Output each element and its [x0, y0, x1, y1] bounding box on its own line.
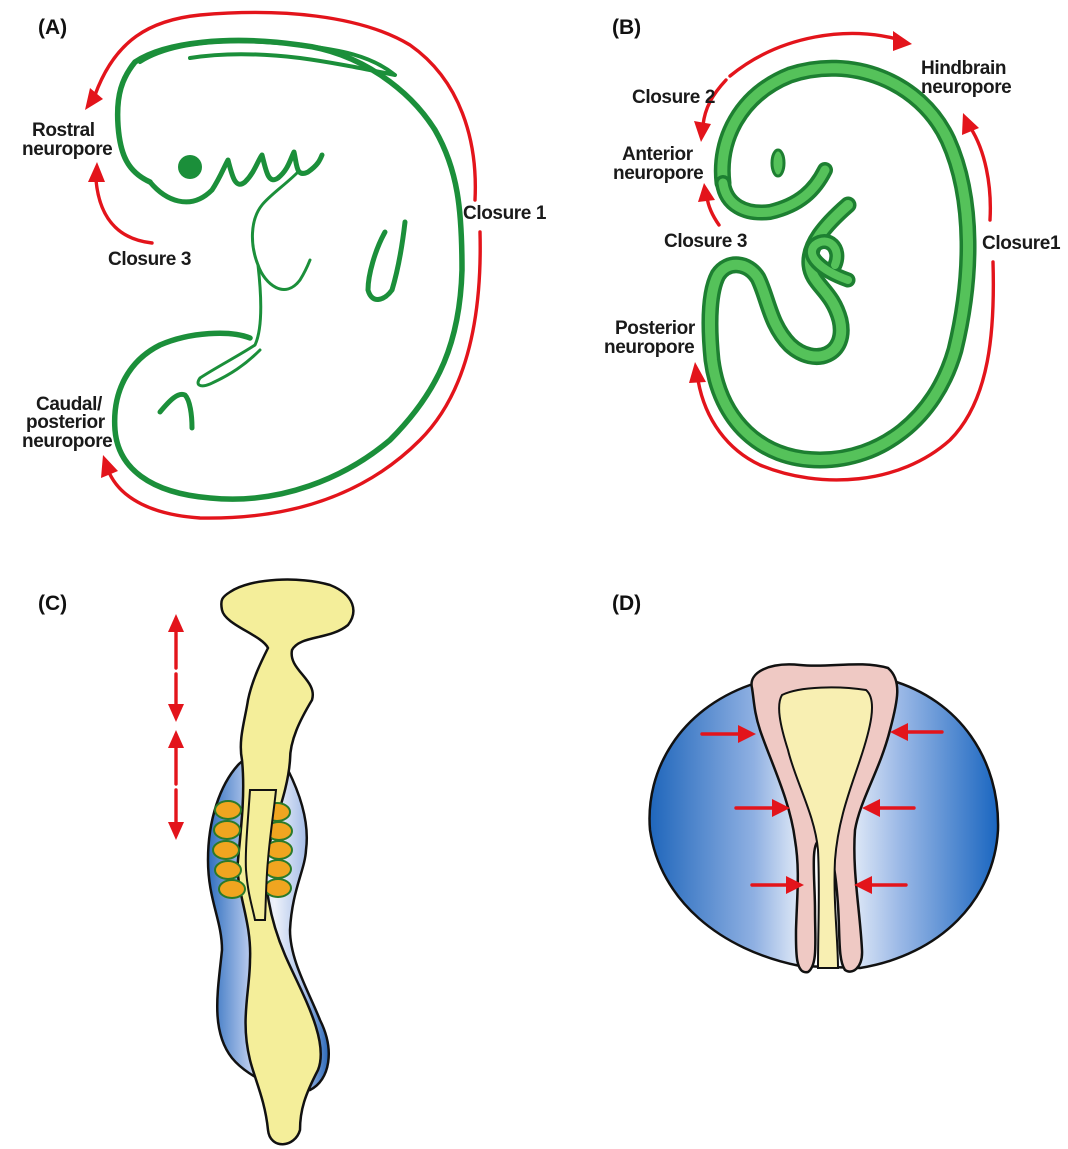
panel-b-arrowhead-posterior [689, 362, 706, 383]
panel-a: (A) Rostral neuropore Closure 3 Closure … [22, 13, 547, 519]
panel-b-neural-tube [710, 68, 968, 460]
somite [213, 841, 239, 859]
somite [215, 801, 241, 819]
panel-a-arrow-closure1-bottom [108, 232, 480, 518]
panel-b-closure1-label: Closure1 [982, 233, 1061, 254]
panel-a-label: (A) [38, 16, 67, 39]
somite [265, 860, 291, 878]
panel-a-caudal-line3: neuropore [22, 431, 112, 452]
panel-b-anterior-line2: neuropore [613, 163, 703, 184]
panel-b-arrowhead-closure1-up [962, 113, 979, 135]
panel-a-arrow-closure3 [96, 180, 152, 243]
panel-b-arrow-closure3 [707, 197, 719, 225]
panel-c-label: (C) [38, 592, 67, 615]
panel-a-rostral-line1: Rostral [32, 120, 95, 141]
panel-b: (B) Hindbrain neuropore Closure 2 Anteri… [604, 16, 1061, 480]
panel-b-label: (B) [612, 16, 641, 39]
panel-a-caudal-line2: posterior [26, 412, 106, 433]
panel-b-closure2-label: Closure 2 [632, 87, 715, 108]
panel-b-hindbrain-line2: neuropore [921, 77, 1011, 98]
panel-b-arrowhead-anterior [694, 121, 711, 142]
panel-a-closure3-label: Closure 3 [108, 249, 191, 270]
panel-c: (C) [38, 580, 353, 1145]
panel-b-arrowhead-hindbrain [893, 31, 912, 51]
panel-b-closure3-label: Closure 3 [664, 231, 747, 252]
panel-b-posterior-line1: Posterior [615, 318, 696, 339]
panel-a-umbilical [198, 265, 261, 386]
somite [219, 880, 245, 898]
panel-a-dorsal-band [140, 41, 395, 75]
panel-a-arrowhead-rostral-top [85, 88, 103, 110]
panel-d-label: (D) [612, 592, 641, 615]
somite [214, 821, 240, 839]
panel-b-hindbrain-line1: Hindbrain [921, 58, 1006, 79]
panel-a-limb-bud [368, 222, 405, 299]
panel-a-arrowhead-closure3 [88, 162, 105, 182]
somite [265, 879, 291, 897]
panel-a-heart-region [252, 172, 310, 289]
panel-a-rostral-line2: neuropore [22, 139, 112, 160]
panel-a-tail [160, 394, 192, 428]
panel-b-arrowhead-closure3 [698, 183, 715, 202]
panel-d: (D) [612, 592, 998, 972]
panel-a-closure1-label: Closure 1 [463, 203, 547, 224]
panel-a-eye [178, 155, 202, 179]
panel-b-anterior-line1: Anterior [622, 144, 694, 165]
panel-c-extension-arrows [168, 614, 184, 840]
panel-a-pharyngeal-arches [150, 152, 322, 202]
somite [215, 861, 241, 879]
panel-b-eye [772, 150, 784, 176]
panel-b-posterior-line2: neuropore [604, 337, 694, 358]
